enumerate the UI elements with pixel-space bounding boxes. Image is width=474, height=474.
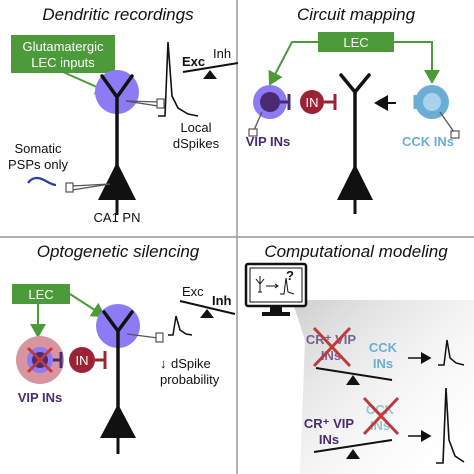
- exc-label: Exc: [182, 284, 204, 299]
- dspike-trace: [168, 315, 193, 336]
- cr-vip-label-line2: INs: [319, 432, 339, 447]
- input-label-line1: Glutamatergic: [23, 39, 104, 54]
- monitor-icon: [244, 262, 308, 316]
- cck-label: CCK INs: [402, 134, 454, 149]
- in-label: IN: [306, 95, 319, 110]
- vip-cell: [260, 92, 280, 112]
- somatic-label-line1: Somatic: [15, 141, 62, 156]
- electrode-icon: [126, 332, 164, 343]
- small-dspike-trace: [438, 339, 465, 366]
- panel-title: Optogenetic silencing: [37, 242, 200, 261]
- panel-title: Circuit mapping: [297, 5, 416, 24]
- lec-to-pn-arrow: [69, 293, 106, 318]
- somatic-label-line2: PSPs only: [8, 157, 68, 172]
- inh-label: Inh: [212, 293, 232, 308]
- electrode-icon: [248, 111, 263, 137]
- question-mark: ?: [286, 268, 294, 283]
- cell-label: CA1 PN: [94, 210, 141, 225]
- panel-optogenetic-silencing: Optogenetic silencing LEC VIP INs IN: [12, 242, 236, 454]
- lec-to-cck-arrow: [394, 41, 440, 84]
- inh-label: Inh: [213, 46, 231, 61]
- lec-box: [12, 284, 70, 304]
- electrode-icon: [65, 182, 111, 193]
- vip-label: VIP INs: [18, 390, 63, 405]
- panel-computational-modeling: Computational modeling ? CR⁺ VIP INs CCK…: [244, 242, 474, 474]
- electrode-icon: [125, 98, 165, 109]
- scale-icon: [313, 439, 393, 459]
- exc-label: Exc: [182, 54, 205, 69]
- panel-circuit-mapping: Circuit mapping LEC VIP INs IN: [246, 5, 460, 214]
- lec-label: LEC: [28, 287, 53, 302]
- lec-label: LEC: [343, 35, 368, 50]
- dspike-label-line1: dSpike: [171, 356, 211, 371]
- decrease-arrow: ↓: [160, 356, 167, 371]
- cck-label-line2: INs: [373, 356, 393, 371]
- in-label: IN: [76, 353, 89, 368]
- psp-trace: [27, 176, 57, 187]
- scale-icon: [179, 300, 236, 318]
- cross-icon: [362, 396, 400, 436]
- electrode-icon: [439, 111, 460, 139]
- cross-icon: [26, 346, 54, 374]
- projection-fan: [292, 300, 474, 474]
- in-cell: [300, 90, 324, 114]
- scale-icon: [182, 62, 239, 79]
- local-label-line1: Local: [180, 120, 211, 135]
- vip-label: VIP INs: [246, 134, 291, 149]
- panel-title: Dendritic recordings: [42, 5, 194, 24]
- scale-icon: [315, 367, 393, 385]
- panel-title: Computational modeling: [264, 242, 448, 261]
- in-cell: [69, 347, 95, 373]
- panel-dendritic-recordings: Dendritic recordings Glutamatergic LEC i…: [8, 5, 239, 225]
- lec-to-vip-arrow: [268, 41, 318, 86]
- neuron-icon: [337, 73, 373, 214]
- lec-box: [318, 32, 394, 52]
- lec-input-fill: [12, 36, 114, 72]
- cr-vip-label-line1: CR⁺ VIP: [304, 416, 355, 431]
- cck-label-line1: CCK: [369, 340, 398, 355]
- input-label-line2: LEC inputs: [31, 55, 95, 70]
- local-label-line2: dSpikes: [173, 136, 220, 151]
- ca1-neuron-icon: [98, 74, 136, 215]
- neuron-icon: [100, 310, 136, 454]
- dspike-trace: [158, 41, 199, 117]
- cck-cell: [423, 93, 441, 111]
- dspike-label-line2: probability: [160, 372, 220, 387]
- large-dspike-trace: [436, 387, 465, 464]
- cross-icon: [312, 326, 352, 368]
